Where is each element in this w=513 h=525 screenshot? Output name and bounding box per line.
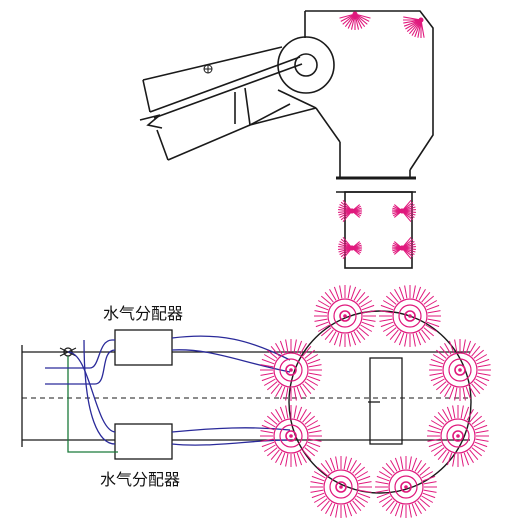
nozzle-ring-icon bbox=[429, 339, 491, 401]
break-symbol bbox=[139, 114, 163, 129]
supply-line-a bbox=[45, 339, 115, 369]
spray-fan-icon bbox=[391, 204, 405, 218]
nozzle-ring-icon bbox=[379, 285, 441, 347]
nozzle-ring-icon bbox=[310, 456, 372, 518]
outlet-line-c bbox=[171, 427, 291, 433]
nozzle-ring-icon bbox=[375, 456, 437, 518]
distributor-label-bottom: 水气分配器 bbox=[100, 470, 181, 489]
ring-frame bbox=[369, 357, 403, 445]
water-feed-line bbox=[67, 356, 118, 453]
conveyor-belt-b bbox=[153, 63, 303, 119]
conveyor-belt-a bbox=[149, 56, 301, 113]
spray-fan-icon bbox=[349, 204, 363, 218]
nozzle-ring-icon bbox=[314, 285, 376, 347]
hopper-spray-nozzles bbox=[338, 11, 425, 260]
conveyor-bottom-edge bbox=[167, 124, 251, 161]
outlet-line-b bbox=[171, 349, 291, 373]
nozzle-ring-assembly bbox=[260, 285, 491, 518]
nozzle-ring-icon bbox=[427, 405, 489, 467]
support-frame bbox=[234, 87, 317, 127]
nozzle-ring-icon bbox=[260, 405, 322, 467]
supply-line-c bbox=[67, 351, 116, 433]
spray-fan-icon bbox=[339, 11, 371, 30]
conveyor-end-lower bbox=[156, 129, 169, 161]
conveyor-top-edge bbox=[142, 46, 283, 81]
conveyor-end bbox=[142, 79, 151, 113]
spray-fan-icon bbox=[403, 16, 425, 38]
distributor-box-bottom bbox=[114, 423, 173, 460]
support-strut bbox=[277, 89, 317, 109]
distributor-label-top: 水气分配器 bbox=[103, 304, 184, 323]
spray-fan-icon bbox=[391, 241, 405, 255]
outlet-line-d bbox=[171, 439, 291, 446]
pulley-hub bbox=[294, 53, 318, 77]
distributor-box-top bbox=[114, 329, 173, 366]
lower-chute bbox=[344, 191, 413, 269]
spray-fan-icon bbox=[349, 241, 363, 255]
nozzle-ring-icon bbox=[260, 339, 322, 401]
hopper-outline bbox=[304, 10, 434, 179]
distribution-pipes bbox=[21, 310, 472, 494]
pulley-wheel bbox=[277, 36, 335, 94]
supply-line-b bbox=[45, 349, 116, 385]
hopper-equipment bbox=[139, 10, 434, 269]
supply-line-d bbox=[83, 339, 116, 445]
center-mark-cross bbox=[204, 65, 212, 73]
